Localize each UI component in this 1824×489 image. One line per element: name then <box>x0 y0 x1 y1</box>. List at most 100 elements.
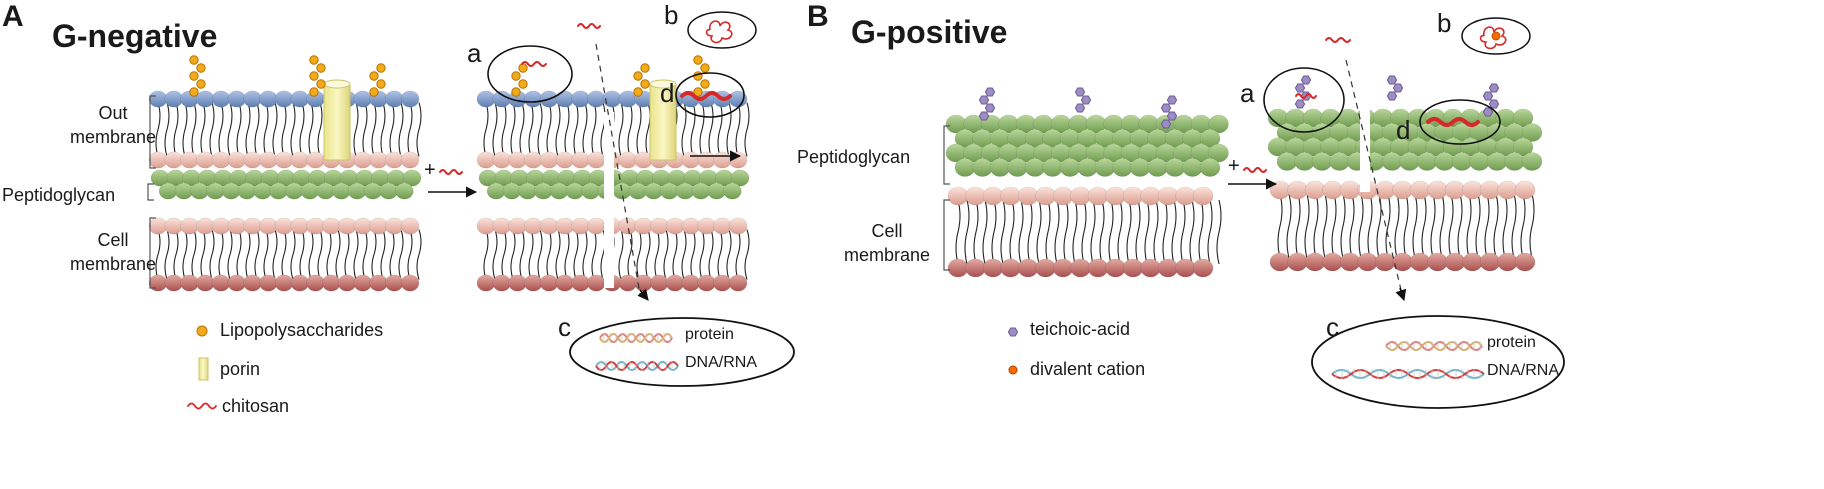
teich-b-1 <box>978 87 996 121</box>
legend-teichoic-acid: teichoic-acid <box>1030 319 1131 339</box>
marker-a-b: b <box>664 0 679 30</box>
chitosan-chain-d-a <box>680 91 732 101</box>
legend-lps-icon <box>196 325 208 337</box>
marker-a-a: a <box>467 38 482 68</box>
outer-membrane-a2-tails <box>483 102 750 157</box>
contents-ellipse-a <box>569 317 795 387</box>
legend-divalent-cation: divalent cation <box>1030 359 1146 379</box>
cell-membrane-b2-bottom-heads <box>1269 252 1536 272</box>
cell-membrane-b2 <box>1269 180 1536 272</box>
peptidoglycan-b <box>945 114 1229 177</box>
panel-b-title: G-positive <box>851 14 1008 50</box>
peptidoglycan-a-row-1 <box>158 182 414 200</box>
legend-cation-icon <box>1008 365 1018 375</box>
marker-b-a: a <box>1240 78 1255 108</box>
peptidoglycan-b-row-3 <box>954 158 1221 177</box>
legend-lipopolysaccharides: Lipopolysaccharides <box>220 320 384 340</box>
cell-membrane-b2-top-heads <box>1269 180 1536 200</box>
lps-a-2 <box>309 55 326 97</box>
blob-b-b <box>1461 17 1531 55</box>
panel-a-letter: A <box>2 0 24 33</box>
teich-b2-3 <box>1482 83 1500 117</box>
helix-protein-b <box>1385 341 1483 351</box>
legend-porin-icon <box>198 357 209 381</box>
label-out-line-2: membrane <box>69 127 157 147</box>
molecules <box>147 11 1565 410</box>
content-protein-b: protein <box>1487 334 1536 351</box>
peptidoglycan-a <box>150 169 422 200</box>
legend-chitosan: chitosan <box>222 396 290 416</box>
cell-membrane-a2 <box>476 217 750 292</box>
panel-a-title: G-negative <box>52 18 218 54</box>
marker-b-c: c <box>1326 312 1339 342</box>
arrow-down-b <box>1395 287 1407 302</box>
peptidoglycan-b-row-2 <box>945 143 1229 163</box>
bracket-cell-membrane-a <box>149 217 156 289</box>
dashed-path-b <box>1345 59 1403 295</box>
peptidoglycan-b2 <box>1267 108 1543 171</box>
bracket-out-membrane <box>149 95 156 169</box>
cell-membrane-a-top-heads <box>148 217 420 235</box>
teich-b2-2 <box>1386 75 1404 101</box>
contents-ellipse-b <box>1311 315 1565 409</box>
cell-membrane-b-top-heads <box>947 186 1214 206</box>
cell-membrane-b-bottom-heads <box>947 258 1214 278</box>
panel-b-letter: B <box>807 0 829 33</box>
cell-membrane-b-tails <box>955 199 1222 265</box>
porin-a2 <box>649 79 677 161</box>
chitosan-free-b <box>1325 37 1351 43</box>
bracket-cell-membrane-b <box>943 199 950 271</box>
circle-a-binding <box>487 45 573 103</box>
lps-a-1 <box>189 55 206 97</box>
cell-membrane-a-tails <box>155 229 422 280</box>
label-peptidoglycan-b: Peptidoglycan <box>797 147 911 167</box>
lps-a2-2 <box>633 63 650 97</box>
content-dna-b: DNA/RNA <box>1487 362 1560 379</box>
chitosan-added-b <box>1243 167 1267 173</box>
chitosan-bound-a <box>521 61 547 67</box>
plus-sign-a: + <box>424 159 436 181</box>
chitosan-added-a <box>439 169 463 175</box>
peptidoglycan-b-row-1 <box>954 129 1221 148</box>
label-cell-membrane-a: Cell membrane <box>58 228 168 276</box>
helix-dna-b <box>1331 369 1485 379</box>
label-out-membrane: Out membrane <box>58 101 168 149</box>
label-cell-line-1: Cell <box>97 230 129 250</box>
marker-b-d: d <box>1396 115 1411 145</box>
membrane-gap-a <box>604 112 614 288</box>
marker-a-d: d <box>660 78 675 108</box>
outer-membrane-a <box>148 90 422 169</box>
content-protein-a: protein <box>685 326 734 343</box>
cell-membrane-a2-bottom-heads <box>476 274 748 292</box>
outer-membrane-a-tails <box>155 102 422 157</box>
porin-a <box>323 79 351 161</box>
bracket-peptidoglycan-b <box>943 125 950 185</box>
marker-b-b: b <box>1437 8 1452 38</box>
cell-membrane-b <box>947 186 1222 278</box>
cell-membrane-a <box>148 217 422 292</box>
cell-membrane-a-bottom-heads <box>148 274 420 292</box>
chitosan-free-a <box>577 23 601 29</box>
label-cell-b-line-2: membrane <box>843 245 931 265</box>
cell-membrane-b2-tails <box>1277 193 1535 259</box>
label-cell-line-2: membrane <box>69 254 157 274</box>
circle-b-d <box>1419 99 1501 145</box>
peptidoglycan-b2-row-3 <box>1276 152 1543 171</box>
peptidoglycan-b-row-0 <box>945 114 1229 134</box>
label-peptidoglycan-a: Peptidoglycan <box>2 185 116 205</box>
teich-b-2 <box>1074 87 1092 113</box>
teich-b2-1 <box>1294 75 1312 109</box>
blob-b-a <box>687 11 757 49</box>
label-cell-b-line-1: Cell <box>871 221 903 241</box>
chitosan-bound-b <box>1295 93 1317 99</box>
peptidoglycan-a-row-0 <box>150 169 422 187</box>
lps-a2-3 <box>693 55 710 97</box>
membrane-layers <box>148 90 1543 292</box>
outer-membrane-a-bottom-heads <box>148 151 420 169</box>
chitosan-chain-d-b <box>1426 117 1480 127</box>
lps-a-3 <box>369 63 386 97</box>
legend-porin: porin <box>220 359 261 379</box>
legend-chitosan-icon <box>187 402 217 410</box>
bracket-peptidoglycan-a <box>147 183 154 201</box>
dashed-path-a <box>595 43 641 295</box>
